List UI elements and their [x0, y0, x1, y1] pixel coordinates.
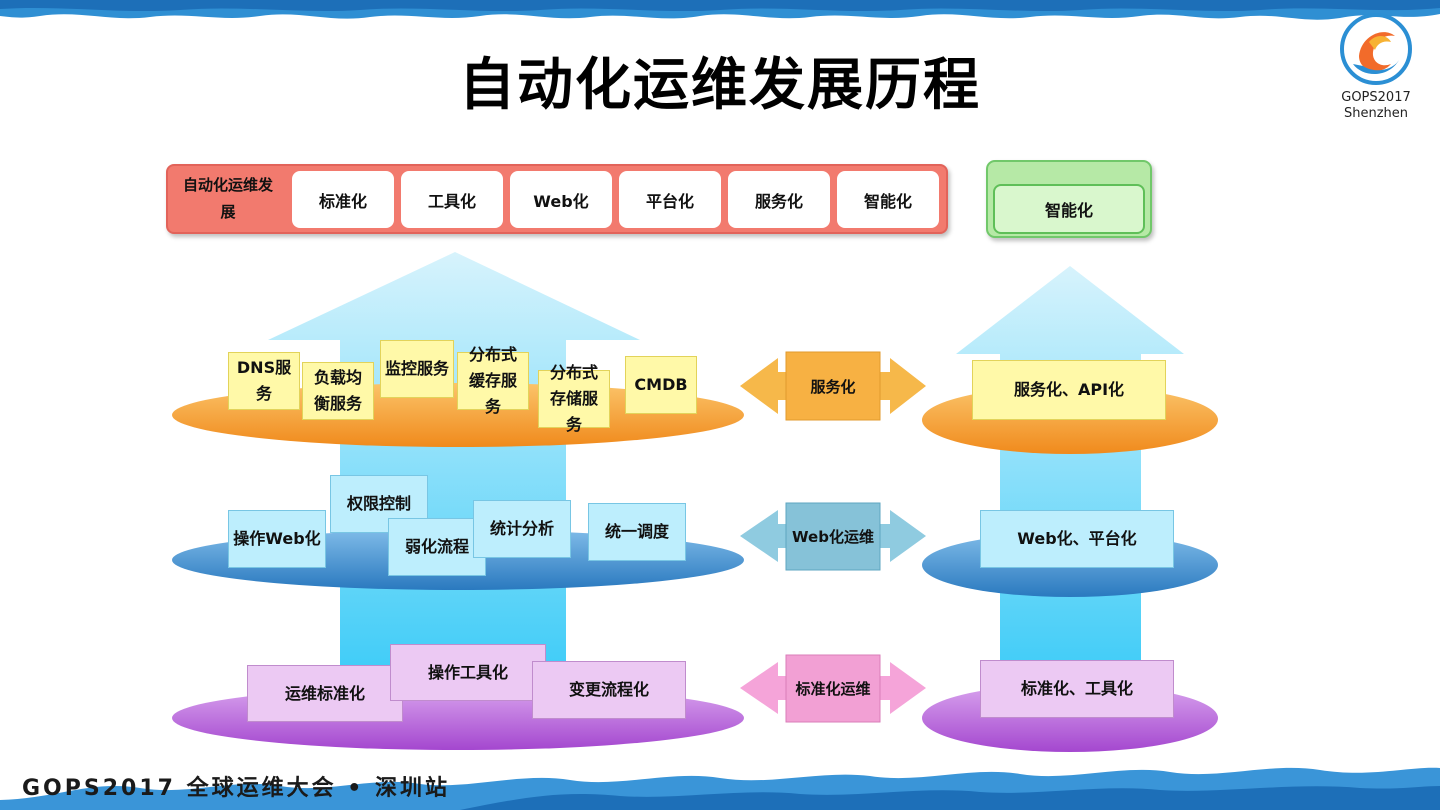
middle-service-label: 服务化 [810, 377, 856, 396]
right-web-platform-box: Web化、平台化 [980, 510, 1174, 568]
dns-service-box: DNS服务 [228, 352, 300, 410]
unified-scheduling-box: 统一调度 [588, 503, 686, 561]
monitor-service-box: 监控服务 [380, 340, 454, 398]
stage-service: 服务化 [728, 171, 830, 228]
statistics-box: 统计分析 [473, 500, 571, 558]
stage-intelligent: 智能化 [837, 171, 939, 228]
op-tooling-box: 操作工具化 [390, 644, 546, 701]
right-service-api-box: 服务化、API化 [972, 360, 1166, 420]
intelligent-box: 智能化 [993, 184, 1145, 234]
stage-platform: 平台化 [619, 171, 721, 228]
stage-standardization: 标准化 [292, 171, 394, 228]
cmdb-box: CMDB [625, 356, 697, 414]
web-middle-box [785, 502, 881, 571]
change-process-box: 变更流程化 [532, 661, 686, 719]
stage-tooling: 工具化 [401, 171, 503, 228]
footer-event-name: GOPS2017 全球运维大会 • 深圳站 [22, 776, 450, 801]
weaken-process-box: 弱化流程 [388, 518, 486, 576]
std-middle-box [785, 654, 881, 723]
distributed-cache-service-box: 分布式缓存服务 [457, 345, 529, 416]
logo-swirl-icon [1340, 13, 1412, 85]
stage-web: Web化 [510, 171, 612, 228]
op-web-box: 操作Web化 [228, 510, 326, 568]
middle-std-label: 标准化运维 [795, 680, 871, 698]
service-middle-box [785, 351, 881, 421]
development-stage-label: 自动化运维发展 [182, 176, 273, 221]
bottom-splash-band [0, 767, 1440, 810]
right-up-arrow [956, 266, 1184, 718]
distributed-storage-service-box: 分布式存储服务 [538, 363, 610, 434]
page-title: 自动化运维发展历程 [459, 53, 981, 118]
logo-text-line2: Shenzhen [1343, 106, 1409, 121]
logo-text-line1: GOPS2017 [1341, 90, 1411, 105]
ops-standardization-box: 运维标准化 [247, 665, 403, 722]
top-splash-band [0, 0, 1440, 20]
right-std-tool-box: 标准化、工具化 [980, 660, 1174, 718]
gops-logo: GOPS2017 Shenzhen [1330, 12, 1422, 142]
load-balance-service-box: 负载均衡服务 [302, 362, 374, 420]
middle-web-label: Web化运维 [792, 528, 874, 546]
